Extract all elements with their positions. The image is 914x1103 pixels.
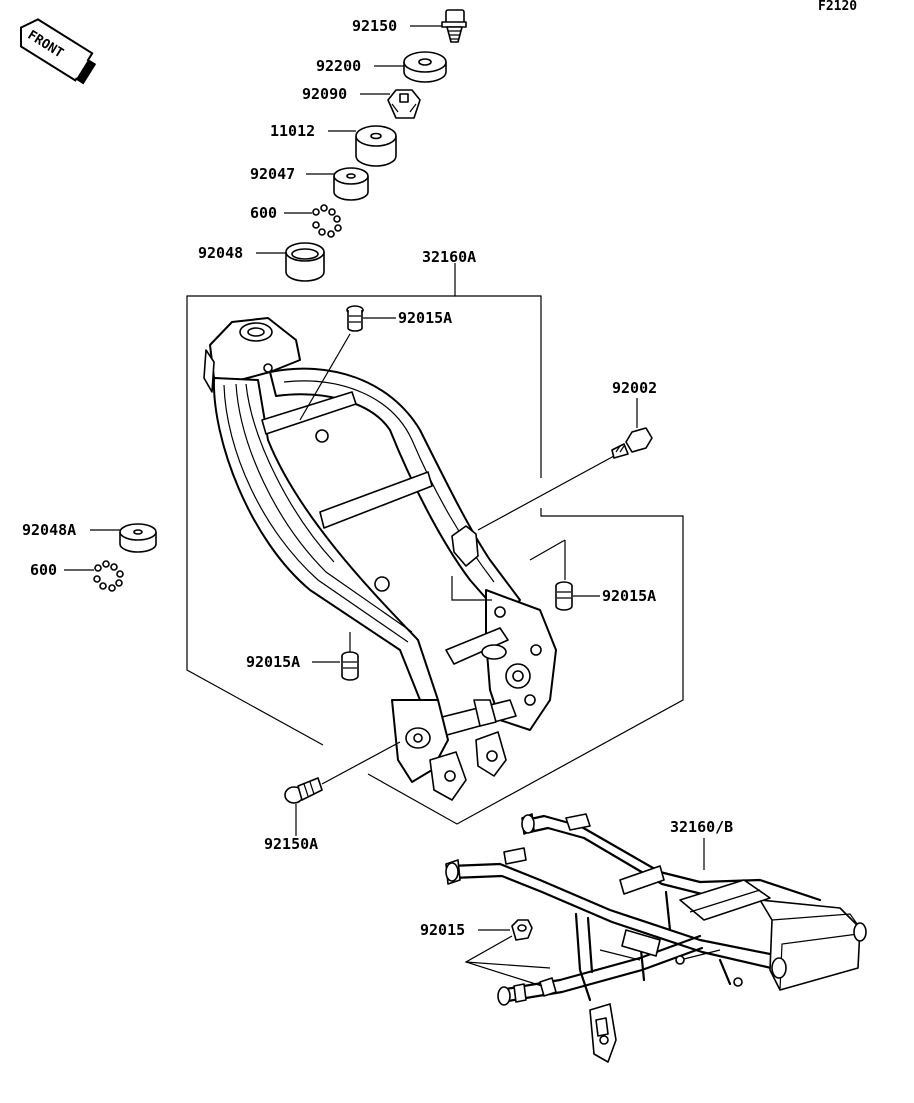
balls-600-top: [312, 204, 342, 238]
plug-92015A-top: [346, 305, 364, 332]
label-92002: 92002: [612, 379, 657, 397]
label-32160B: 32160/B: [670, 818, 733, 836]
label-92200: 92200: [316, 57, 361, 75]
label-92047: 92047: [250, 165, 295, 183]
balls-600-left: [93, 560, 124, 592]
front-arrow-icon: FRONT: [19, 18, 97, 85]
bolt-92150: [441, 9, 467, 43]
bolt-92150A: [284, 777, 323, 804]
plug-92015A-right: [555, 581, 573, 611]
nut-92015: [511, 919, 533, 941]
diagram-code: F2120: [818, 0, 857, 14]
label-32160A: 32160A: [422, 248, 476, 266]
label-92015A-right: 92015A: [602, 587, 656, 605]
label-92048: 92048: [198, 244, 243, 262]
label-92090: 92090: [302, 85, 347, 103]
label-11012: 11012: [270, 122, 315, 140]
label-600-top: 600: [250, 204, 277, 222]
label-92150A: 92150A: [264, 835, 318, 853]
plug-92015A-left: [341, 651, 359, 681]
bushing-92047: [333, 167, 369, 201]
collar-92090: [387, 89, 421, 119]
washer-92200: [403, 51, 447, 83]
label-92015A-top: 92015A: [398, 309, 452, 327]
damper-11012: [355, 125, 397, 167]
cup-92048A: [119, 523, 157, 553]
label-92048A: 92048A: [22, 521, 76, 539]
frame-group-outline: [186, 263, 684, 825]
bolt-92002: [611, 427, 653, 459]
label-92015: 92015: [420, 921, 465, 939]
label-600-left: 600: [30, 561, 57, 579]
cup-92048: [285, 242, 325, 282]
main-frame: [203, 317, 557, 801]
label-92150: 92150: [352, 17, 397, 35]
rear-subframe: [445, 813, 867, 1063]
label-92015A-left: 92015A: [246, 653, 300, 671]
